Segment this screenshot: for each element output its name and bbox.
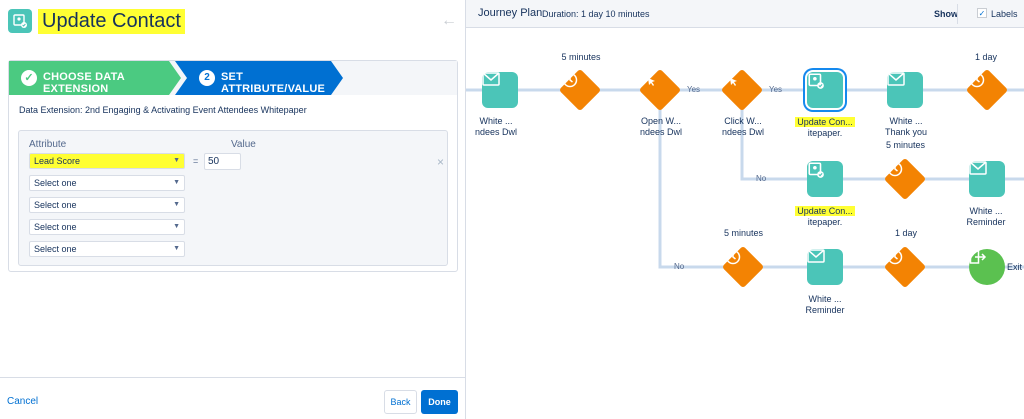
update-contact-node[interactable]	[807, 161, 843, 197]
step-label: CHOOSE DATA EXTENSION	[43, 71, 125, 95]
cancel-link[interactable]: Cancel	[7, 396, 39, 407]
chevron-down-icon: ▼	[173, 157, 180, 164]
exit-node[interactable]	[969, 249, 1005, 285]
back-arrow-icon[interactable]: ←	[441, 12, 457, 29]
wait-activity-node[interactable]	[721, 245, 765, 289]
engagement-split-label: Open W...ndees Dwl	[639, 116, 683, 137]
attribute-select-value: Select one	[34, 178, 77, 188]
footer-divider	[0, 377, 466, 378]
email-activity-label: White ...ndees Dwl	[474, 116, 518, 137]
clock-icon	[969, 72, 985, 88]
email-activity-label: White ...Thank you	[884, 116, 928, 137]
done-button[interactable]: Done	[421, 390, 458, 414]
attribute-select-value: Select one	[34, 222, 77, 232]
update-contact-icon	[8, 9, 32, 33]
clock-icon	[887, 249, 903, 265]
clock-icon	[562, 72, 578, 88]
attribute-select-value: Select one	[34, 200, 77, 210]
journey-canvas-panel: Journey Plan Duration: 1 day 10 minutes …	[466, 0, 1024, 419]
wait-activity-node[interactable]	[965, 68, 1009, 112]
chevron-down-icon: ▼	[173, 223, 180, 230]
wait-activity-node[interactable]	[558, 68, 602, 112]
attribute-select[interactable]: Lead Score ▼	[29, 153, 185, 169]
attribute-select[interactable]: Select one ▼	[29, 175, 185, 191]
panel-title: Update Contact	[38, 9, 185, 34]
data-extension-label: Data Extension: 2nd Engaging & Activatin…	[19, 105, 307, 115]
email-icon	[807, 249, 825, 263]
update-contact-label: Update Con...itepaper.	[795, 206, 855, 227]
attribute-value-editor: Attribute Value Lead Score ▼ = 50 × Sele…	[18, 130, 448, 266]
step-number: 2	[199, 70, 215, 86]
attribute-column-header: Attribute	[29, 139, 67, 150]
email-activity-node[interactable]	[887, 72, 923, 108]
wait-activity-node[interactable]	[883, 157, 927, 201]
update-contact-icon	[808, 73, 824, 89]
no-branch-label: No	[756, 174, 767, 183]
journey-duration: Duration: 1 day 10 minutes	[542, 9, 650, 19]
equals-operator: =	[193, 156, 199, 166]
chevron-down-icon: ▼	[173, 201, 180, 208]
yes-branch-label: Yes	[687, 85, 701, 94]
email-activity-label: White ...Reminder	[805, 294, 845, 315]
wizard-steps: ✓ CHOOSE DATA EXTENSION 2 SET ATTRIBUTE/…	[9, 61, 457, 95]
clock-icon	[887, 161, 903, 177]
wait-duration-label: 1 day	[894, 228, 918, 238]
email-activity-node[interactable]	[482, 72, 518, 108]
yes-branch-label: Yes	[769, 85, 783, 94]
email-activity-node[interactable]	[969, 161, 1005, 197]
toolbar-divider	[957, 4, 958, 24]
attribute-select[interactable]: Select one ▼	[29, 197, 185, 213]
journey-title: Journey Plan	[478, 7, 543, 19]
wait-duration-label: 1 day	[974, 52, 998, 62]
update-contact-node[interactable]	[807, 72, 843, 108]
email-icon	[887, 72, 905, 86]
wait-duration-label: 5 minutes	[885, 140, 926, 150]
engagement-split-node[interactable]	[720, 68, 764, 112]
email-icon	[969, 161, 987, 175]
update-contact-label: Update Con...itepaper.	[795, 117, 855, 138]
chevron-down-icon: ▼	[173, 245, 180, 252]
labels-label: Labels	[991, 9, 1018, 19]
engagement-split-node[interactable]	[638, 68, 682, 112]
journey-toolbar: Journey Plan Duration: 1 day 10 minutes …	[466, 0, 1024, 28]
check-icon: ✓	[21, 70, 37, 86]
attribute-select-value: Select one	[34, 244, 77, 254]
value-column-header: Value	[231, 139, 256, 150]
engagement-split-label: Click W...ndees Dwl	[721, 116, 765, 137]
email-activity-node[interactable]	[807, 249, 843, 285]
cursor-click-icon	[725, 73, 737, 86]
wait-duration-label: 5 minutes	[561, 52, 601, 62]
exit-icon	[969, 250, 987, 264]
back-button[interactable]: Back	[384, 390, 417, 414]
step-choose-data-extension[interactable]: ✓ CHOOSE DATA EXTENSION	[9, 61, 181, 95]
wizard-card: ✓ CHOOSE DATA EXTENSION 2 SET ATTRIBUTE/…	[8, 60, 458, 272]
wait-activity-node[interactable]	[883, 245, 927, 289]
step-set-attribute-value[interactable]: 2 SET ATTRIBUTE/VALUE	[175, 61, 343, 95]
attribute-select[interactable]: Select one ▼	[29, 241, 185, 257]
attribute-select-value: Lead Score	[34, 156, 81, 166]
no-branch-label: No	[674, 262, 685, 271]
step-label: SET ATTRIBUTE/VALUE	[221, 71, 326, 95]
wait-duration-label: 5 minutes	[723, 228, 764, 238]
clock-icon	[725, 249, 741, 265]
update-contact-panel: Update Contact ← ✓ CHOOSE DATA EXTENSION…	[0, 0, 466, 419]
exit-label: Exit	[1007, 262, 1023, 272]
update-contact-icon	[808, 162, 824, 178]
email-icon	[482, 72, 500, 86]
chevron-down-icon: ▼	[173, 179, 180, 186]
cursor-click-icon	[643, 73, 655, 86]
show-label: Show	[934, 9, 958, 19]
value-input[interactable]: 50	[204, 153, 241, 170]
email-activity-label: White ...Reminder	[966, 206, 1006, 227]
attribute-select[interactable]: Select one ▼	[29, 219, 185, 235]
labels-checkbox[interactable]: ✓	[977, 8, 987, 18]
journey-canvas[interactable]: White ...ndees Dwl 5 minutes Yes Open W.…	[466, 28, 1024, 419]
remove-row-icon[interactable]: ×	[437, 155, 445, 169]
